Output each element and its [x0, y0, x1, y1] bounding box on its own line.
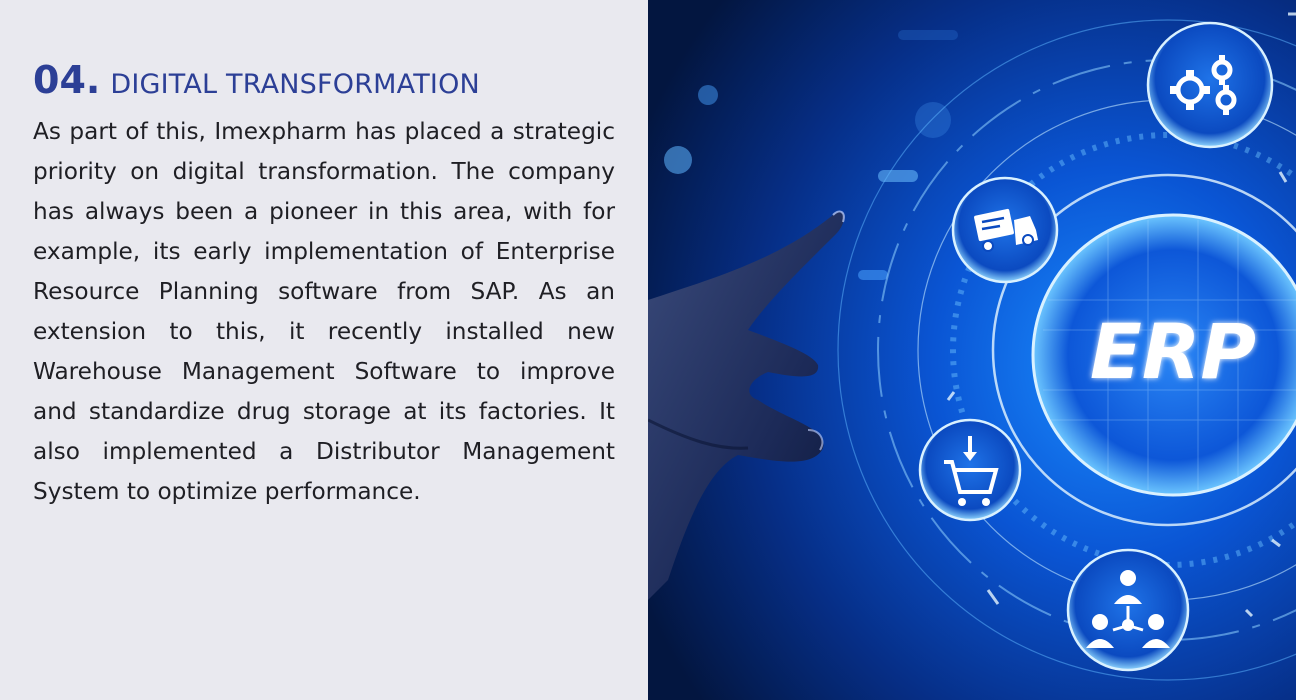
hand — [648, 210, 845, 600]
ring-ticks — [946, 12, 1296, 618]
erp-label: ERP — [1090, 307, 1256, 396]
disc-grid — [1043, 220, 1296, 490]
body-paragraph: As part of this, Imexpharm has placed a … — [33, 118, 615, 505]
section-title: DIGITAL TRANSFORMATION — [110, 69, 480, 100]
text-panel: 04. DIGITAL TRANSFORMATION As part of th… — [33, 58, 615, 505]
section-number: 04. — [33, 58, 101, 102]
gears-node — [1146, 21, 1274, 149]
section-heading: 04. DIGITAL TRANSFORMATION — [33, 58, 480, 107]
erp-illustration: ERP — [648, 0, 1296, 700]
bokeh-lights — [664, 30, 958, 280]
erp-disc — [1031, 213, 1296, 497]
truck-node — [951, 176, 1059, 284]
delivery-truck-icon — [974, 208, 1038, 252]
team-node — [1066, 548, 1190, 672]
cart-node — [918, 418, 1022, 522]
team-network-icon — [1086, 570, 1170, 648]
